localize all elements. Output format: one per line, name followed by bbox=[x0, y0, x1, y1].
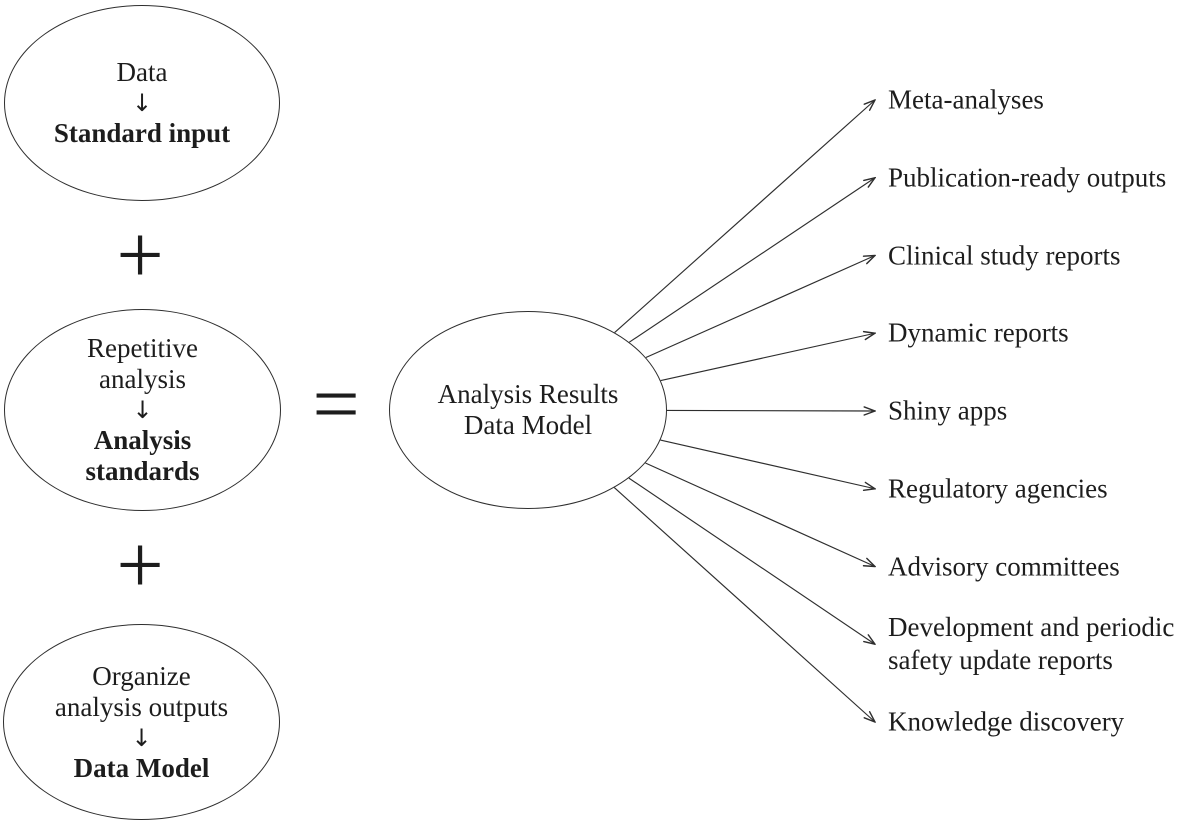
input-ellipse-standard-input: Data ↓ Standard input bbox=[4, 5, 280, 201]
ellipse-text-line: Repetitive bbox=[87, 333, 198, 363]
down-arrow-icon: ↓ bbox=[131, 723, 152, 752]
connector-arrow bbox=[660, 439, 875, 489]
ellipse-text-line: analysis bbox=[99, 364, 186, 394]
output-label-clinical-study-reports: Clinical study reports bbox=[888, 240, 1121, 270]
output-label-development-psur: Development and periodic safety update r… bbox=[888, 612, 1175, 676]
output-label-dynamic-reports: Dynamic reports bbox=[888, 317, 1069, 348]
connector-arrow bbox=[666, 410, 875, 411]
connector-arrow bbox=[613, 487, 875, 722]
ellipse-text-line: Organize bbox=[92, 660, 191, 691]
connector-arrow bbox=[614, 100, 875, 334]
ellipse-text-line: Data bbox=[116, 57, 168, 87]
connector-arrow bbox=[645, 462, 875, 567]
plus-operator-icon: + bbox=[116, 519, 164, 612]
connector-arrow bbox=[628, 178, 875, 343]
ellipse-text-line: Analysis Results bbox=[437, 379, 619, 409]
ellipse-bold-line: Analysis bbox=[93, 425, 192, 455]
down-arrow-icon: ↓ bbox=[132, 396, 153, 424]
input-ellipse-data-model: Organize analysis outputs ↓ Data Model bbox=[3, 624, 280, 820]
output-label-regulatory-agencies: Regulatory agencies bbox=[888, 473, 1108, 504]
down-arrow-icon: ↓ bbox=[131, 89, 153, 117]
ellipse-text-line: Data Model bbox=[463, 410, 593, 440]
result-ellipse-analysis-results-data-model: Analysis Results Data Model bbox=[389, 311, 667, 509]
connector-arrow bbox=[628, 477, 875, 644]
output-label-shiny-apps: Shiny apps bbox=[888, 395, 1008, 426]
ellipse-bold-line: Standard input bbox=[53, 118, 231, 148]
connector-arrow bbox=[645, 256, 875, 359]
output-label-advisory-committees: Advisory committees bbox=[888, 551, 1120, 581]
output-label-knowledge-discovery: Knowledge discovery bbox=[888, 706, 1125, 737]
output-label-publication-ready-outputs: Publication-ready outputs bbox=[888, 162, 1167, 193]
equals-operator-icon: = bbox=[312, 358, 360, 451]
connector-arrow bbox=[660, 333, 875, 382]
plus-operator-icon: + bbox=[116, 209, 164, 302]
output-label-meta-analyses: Meta-analyses bbox=[888, 84, 1044, 115]
input-ellipse-analysis-standards: Repetitive analysis ↓ Analysis standards bbox=[4, 309, 281, 511]
ellipse-bold-line: Data Model bbox=[73, 752, 210, 783]
ellipse-text-line: analysis outputs bbox=[54, 691, 229, 722]
ellipse-bold-line: standards bbox=[85, 456, 200, 486]
